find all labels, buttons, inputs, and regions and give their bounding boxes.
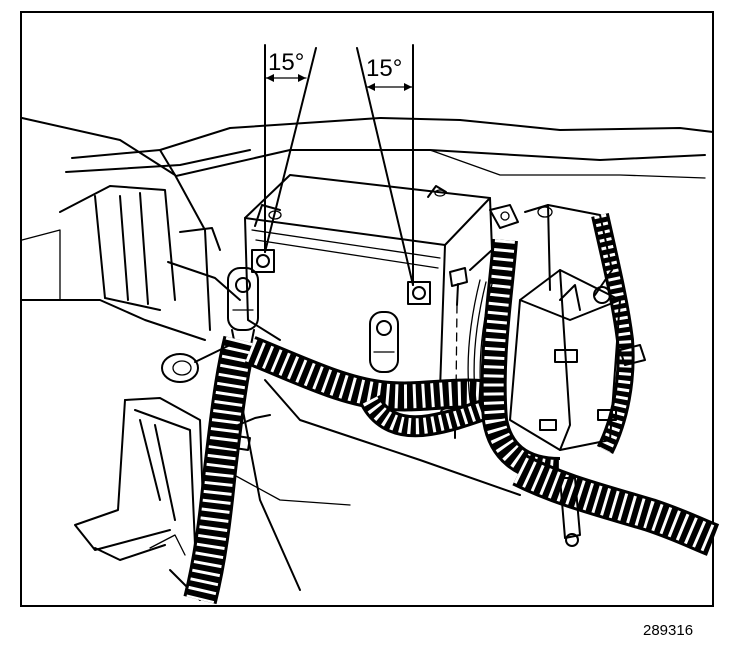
vehicle-body-structure bbox=[21, 117, 714, 341]
angle-label-left: 15° bbox=[268, 49, 304, 76]
harness-clips bbox=[161, 344, 581, 547]
angle-indicator-right: 15° bbox=[356, 44, 414, 286]
figure-number: 289316 bbox=[643, 622, 694, 639]
junction-block bbox=[489, 204, 646, 451]
wiring-harness bbox=[183, 213, 720, 605]
angle-indicator-left: 15° bbox=[264, 44, 317, 253]
negative-cable-terminal bbox=[227, 267, 259, 351]
angle-label-right: 15° bbox=[366, 55, 402, 82]
positive-cable-terminal bbox=[369, 311, 399, 373]
figure-border bbox=[20, 11, 714, 607]
battery-box bbox=[244, 174, 493, 396]
